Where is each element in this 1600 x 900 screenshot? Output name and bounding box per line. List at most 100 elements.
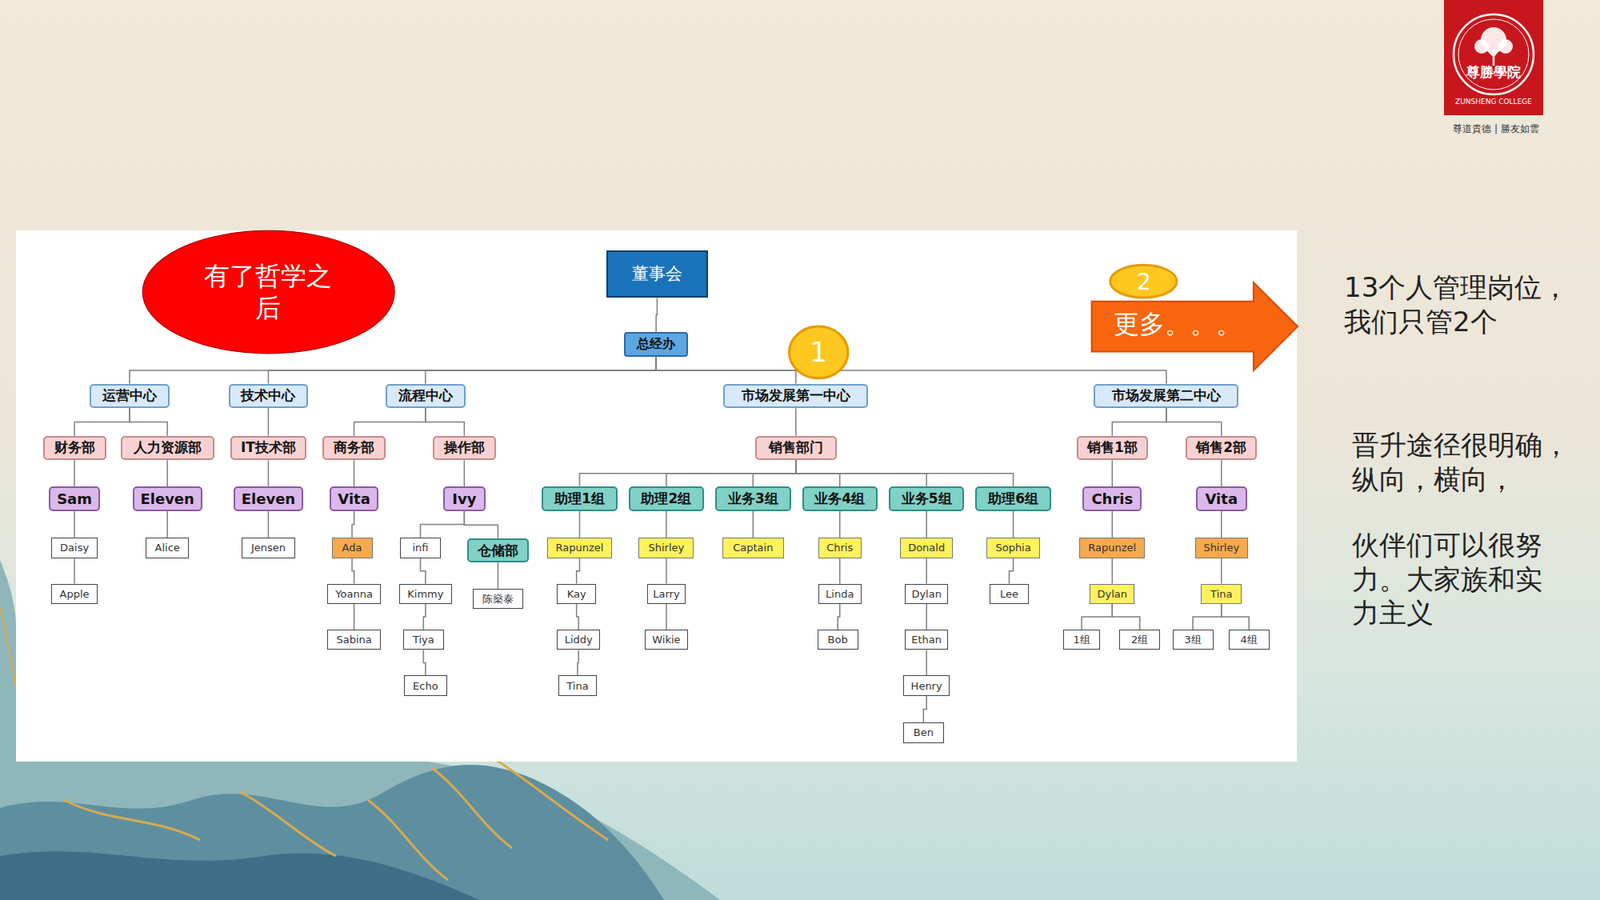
org-box: Tina xyxy=(558,675,597,696)
node-text: Alice xyxy=(155,541,180,554)
node-text: 业务4组 xyxy=(814,489,865,508)
node-text: Yoanna xyxy=(335,588,373,600)
org-connector xyxy=(129,408,168,436)
org-connector xyxy=(1112,604,1140,630)
org-connector xyxy=(925,511,928,538)
org-box: Kimmy xyxy=(399,584,452,605)
logo-text: 尊道貴德 | 勝友如雲 xyxy=(1428,123,1564,136)
org-box: 财务部 xyxy=(43,436,107,461)
org-connector xyxy=(925,604,928,630)
node-text: 1组 xyxy=(1072,632,1090,648)
org-box: Jensen xyxy=(241,537,295,559)
org-box: Sabina xyxy=(327,629,380,651)
side-note: 13个人管理岗位，我们只管2个 xyxy=(1344,270,1576,339)
org-connector xyxy=(423,649,426,676)
org-connector xyxy=(420,511,465,538)
org-connector xyxy=(425,408,464,436)
org-box: Larry xyxy=(647,584,686,605)
org-connector xyxy=(1192,604,1222,630)
callout-number: 1 xyxy=(788,324,850,380)
org-box: 市场发展第一中心 xyxy=(723,384,868,409)
org-box: 陈燊泰 xyxy=(472,588,524,610)
node-text: 销售2部 xyxy=(1196,438,1247,457)
org-box: 助理6组 xyxy=(975,486,1051,512)
org-box: Chris xyxy=(818,537,862,559)
node-text: Donald xyxy=(908,541,945,554)
org-connector xyxy=(839,558,841,584)
org-connector xyxy=(579,511,581,538)
node-text: 流程中心 xyxy=(398,386,453,405)
org-connector xyxy=(74,408,130,436)
node-text: 2 xyxy=(1136,268,1152,296)
node-text: Jensen xyxy=(251,541,286,554)
org-box: Shirley xyxy=(1195,537,1248,559)
org-box: Rapunzel xyxy=(547,537,613,559)
org-box: 助理2组 xyxy=(628,486,704,512)
org-box: 销售2部 xyxy=(1185,436,1257,461)
node-text: Bob xyxy=(828,633,848,646)
org-box: 销售1部 xyxy=(1076,436,1148,461)
org-connector xyxy=(1112,408,1167,436)
node-text: 助理6组 xyxy=(988,489,1039,508)
org-box: 操作部 xyxy=(432,436,496,461)
node-text: 业务5组 xyxy=(901,489,952,508)
org-box: 1组 xyxy=(1063,629,1100,651)
node-text: Chris xyxy=(1091,490,1133,508)
org-connector xyxy=(577,649,579,676)
org-connector xyxy=(425,356,656,384)
org-connector xyxy=(656,297,657,332)
org-box: 助理1组 xyxy=(541,486,617,512)
node-text: Rapunzel xyxy=(1088,541,1136,554)
org-connector xyxy=(268,356,656,384)
node-text: 助理1组 xyxy=(554,489,605,508)
org-connector xyxy=(1166,408,1222,436)
node-text: Lee xyxy=(1000,588,1019,600)
org-box: Shirley xyxy=(638,537,694,559)
node-text: Wikie xyxy=(652,633,680,646)
org-connector xyxy=(464,460,466,487)
node-text: 商务部 xyxy=(333,438,375,457)
org-connector xyxy=(1220,460,1223,487)
node-text: Larry xyxy=(652,588,680,600)
org-connector xyxy=(464,511,498,539)
org-connector xyxy=(129,356,656,384)
org-connector xyxy=(268,408,270,436)
node-text: 业务3组 xyxy=(728,489,779,508)
org-connector xyxy=(752,511,755,538)
org-connector xyxy=(420,558,426,584)
org-connector xyxy=(665,558,668,584)
org-box: 仓储部 xyxy=(467,538,529,562)
node-text: 运营中心 xyxy=(102,386,157,405)
node-text: 更多。。。 xyxy=(1089,307,1242,346)
org-box: 市场发展第二中心 xyxy=(1093,384,1239,409)
node-text: Chris xyxy=(826,541,853,554)
node-text: IT技术部 xyxy=(240,438,296,457)
org-box: Apple xyxy=(51,584,99,605)
node-text: 市场发展第一中心 xyxy=(741,386,851,405)
org-box: 人力资源部 xyxy=(120,436,215,461)
org-connector xyxy=(579,460,796,487)
org-box: Linda xyxy=(818,584,862,605)
node-text: Henry xyxy=(911,680,943,692)
org-connector xyxy=(423,604,426,630)
node-text: Rapunzel xyxy=(556,541,604,554)
org-box: Bob xyxy=(817,629,859,651)
org-box: Lee xyxy=(989,584,1028,605)
node-text: 4组 xyxy=(1240,632,1258,648)
node-text: 总经办 xyxy=(636,336,676,353)
org-box: 业务3组 xyxy=(715,486,791,512)
node-text: Eleven xyxy=(241,490,296,508)
org-box: Alice xyxy=(145,537,189,559)
org-connector xyxy=(1220,511,1223,538)
org-box: Dylan xyxy=(1089,584,1135,605)
node-text: 仓储部 xyxy=(477,541,519,560)
org-box: Vita xyxy=(329,486,379,512)
org-connector xyxy=(268,460,270,487)
org-connector xyxy=(925,649,928,676)
node-text: 市场发展第二中心 xyxy=(1112,386,1221,405)
org-connector xyxy=(576,604,580,630)
org-connector xyxy=(795,408,797,436)
org-connector xyxy=(796,460,1014,487)
node-text: Sabina xyxy=(336,633,372,646)
